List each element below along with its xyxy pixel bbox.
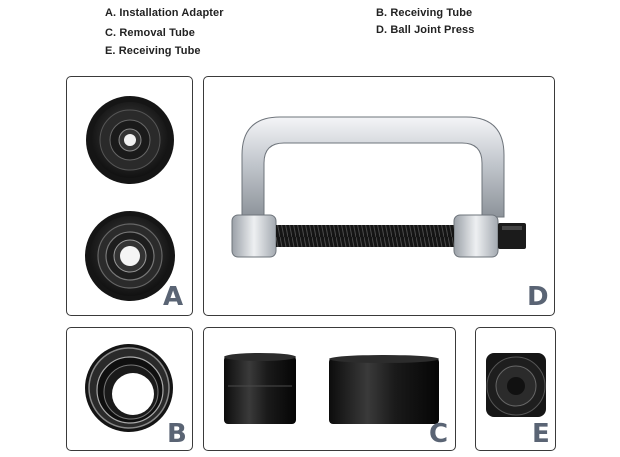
installation-adapter-illustration bbox=[85, 96, 175, 301]
panel-c-letter: C bbox=[429, 419, 449, 449]
removal-tube-illustration bbox=[224, 353, 439, 424]
legend-receiving-tube-e: E. Receiving Tube bbox=[105, 45, 201, 57]
legend-removal-tube: C. Removal Tube bbox=[105, 27, 195, 39]
panel-a-letter: A bbox=[163, 282, 184, 312]
receiving-tube-e-illustration bbox=[486, 353, 546, 417]
panel-d-ball-joint-press: D bbox=[203, 76, 555, 316]
panel-b-receiving-tube: B bbox=[66, 327, 193, 451]
legend-installation-adapter: A. Installation Adapter bbox=[105, 7, 224, 19]
panel-e-receiving-tube: E bbox=[475, 327, 556, 451]
panel-e-letter: E bbox=[532, 419, 550, 449]
panel-b-letter: B bbox=[167, 419, 187, 449]
ball-joint-press-illustration bbox=[231, 116, 526, 258]
panel-c-removal-tube: C bbox=[203, 327, 456, 451]
panel-a-installation-adapter: A bbox=[66, 76, 193, 316]
legend-receiving-tube-b: B. Receiving Tube bbox=[376, 7, 473, 19]
panel-d-letter: D bbox=[527, 282, 549, 312]
receiving-tube-b-illustration bbox=[85, 344, 173, 432]
legend-ball-joint-press: D. Ball Joint Press bbox=[376, 24, 475, 36]
